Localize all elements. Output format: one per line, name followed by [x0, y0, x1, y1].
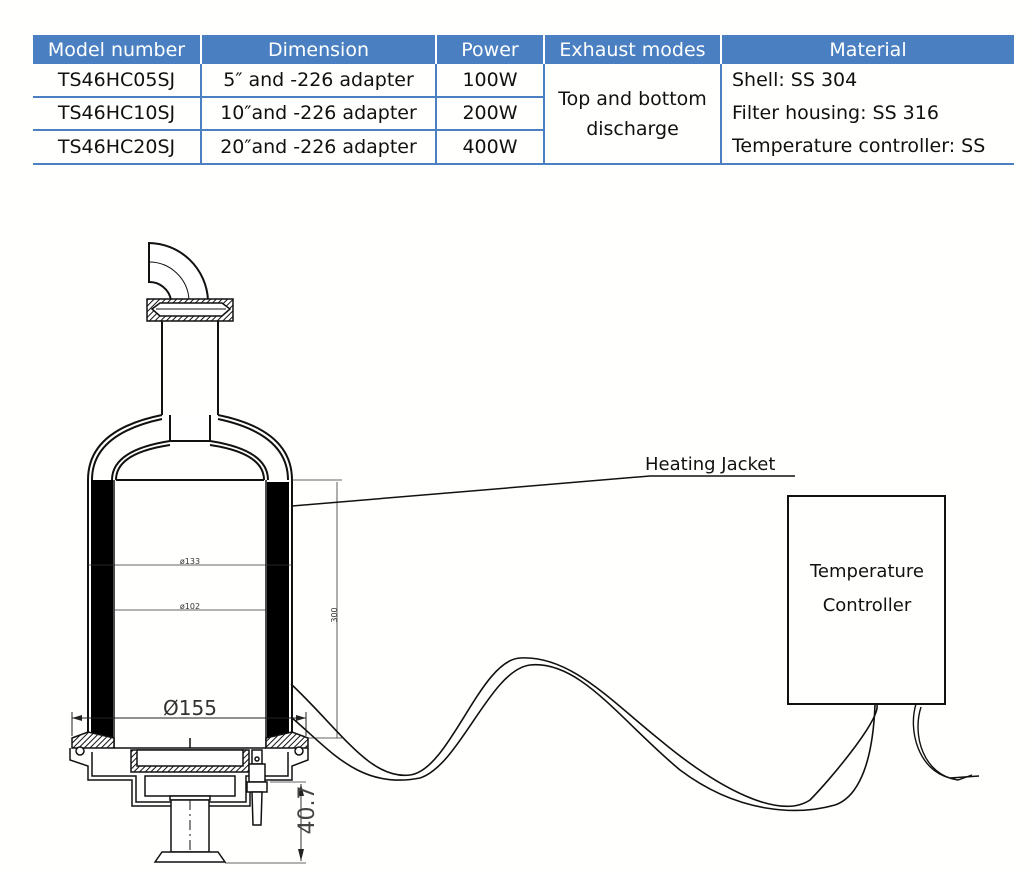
temperature-controller: Temperature Controller	[787, 495, 946, 705]
cell-power: 200W	[435, 96, 544, 132]
table-header-row: Model number Dimension Power Exhaust mod…	[33, 35, 1014, 64]
inner-walls	[113, 480, 267, 748]
dimension-300: 300	[292, 479, 342, 739]
header-dimension: Dimension	[200, 35, 436, 64]
cell-dimension: 5″ and -226 adapter	[200, 64, 437, 98]
clamp-ring	[146, 298, 234, 322]
cell-power: 100W	[435, 64, 545, 98]
header-power: Power	[435, 35, 544, 64]
cell-dimension: 10″and -226 adapter	[200, 96, 437, 132]
dimension-40-7-label: 40.7	[295, 786, 320, 835]
material-filter-housing: Filter housing: SS 316	[732, 102, 939, 124]
dimension-155-label: Ø155	[163, 696, 217, 720]
heating-jacket-callout: Heating Jacket	[291, 454, 795, 507]
housing-body	[87, 479, 293, 740]
header-exhaust-modes: Exhaust modes	[543, 35, 721, 64]
cell-exhaust-modes: Top and bottom discharge	[543, 64, 722, 165]
dimension-155: Ø155	[71, 696, 307, 736]
header-model-number: Model number	[33, 35, 201, 64]
material-shell: Shell: SS 304	[732, 69, 858, 91]
heating-jacket-right	[267, 482, 289, 738]
housing-dome	[87, 414, 293, 481]
exhaust-line-2: discharge	[586, 117, 679, 140]
table-row: TS46HC20SJ 20″and -226 adapter 400W	[33, 130, 1014, 165]
dimension-40-7: 40.7	[225, 781, 320, 864]
dimension-133: ø133	[88, 557, 292, 566]
cell-power: 400W	[435, 130, 544, 165]
sensor-cable	[912, 703, 980, 781]
cell-dimension: 20″and -226 adapter	[200, 130, 437, 165]
cell-model: TS46HC20SJ	[33, 130, 202, 165]
cell-model: TS46HC05SJ	[33, 64, 202, 98]
base-flange	[71, 731, 309, 756]
heating-jacket-left	[91, 480, 113, 738]
dimension-133-label: ø133	[180, 557, 200, 566]
spec-table: Model number Dimension Power Exhaust mod…	[33, 35, 1014, 165]
power-cable	[290, 657, 878, 812]
heating-jacket-label: Heating Jacket	[645, 454, 775, 475]
exhaust-elbow	[148, 241, 210, 301]
cell-material: Shell: SS 304 Filter housing: SS 316 Tem…	[720, 64, 1014, 165]
material-temperature-controller: Temperature controller: SS	[732, 135, 986, 157]
dimension-300-label: 300	[330, 607, 339, 622]
bottom-outlet	[153, 795, 227, 863]
cell-model: TS46HC10SJ	[33, 96, 202, 132]
header-material: Material	[720, 35, 1014, 64]
table-row: TS46HC10SJ 10″and -226 adapter 200W	[33, 96, 1014, 132]
exhaust-line-1: Top and bottom	[558, 87, 707, 110]
drain-valve	[246, 749, 268, 826]
table-row: TS46HC05SJ 5″ and -226 adapter 100W Top …	[33, 64, 1014, 165]
neck-pipe	[161, 321, 219, 442]
dimension-102: ø102	[114, 602, 266, 611]
controller-label-line-2: Controller	[823, 595, 912, 616]
controller-label-line-1: Temperature	[809, 561, 924, 582]
dimension-102-label: ø102	[180, 602, 200, 611]
